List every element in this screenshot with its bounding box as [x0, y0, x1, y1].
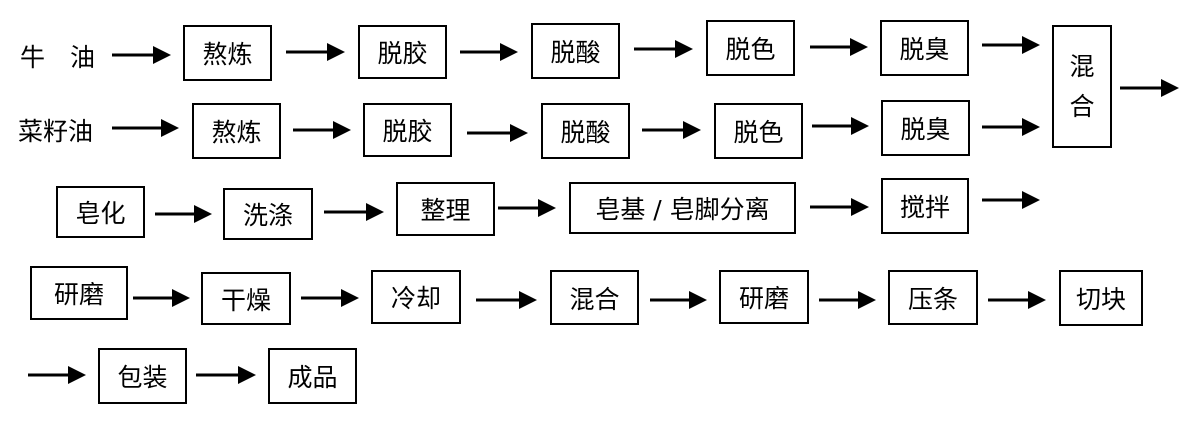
step-r1-deacid: 脱酸: [531, 23, 620, 79]
step-mixing: 混合: [550, 270, 639, 325]
step-finished-product: 成品: [268, 348, 357, 404]
step-r1-deodor: 脱臭: [880, 20, 969, 76]
step-finishing: 整理: [396, 182, 495, 236]
step-mix-oils: 混 合: [1052, 25, 1112, 148]
step-r2-render: 熬炼: [192, 103, 281, 159]
step-r2-deacid: 脱酸: [541, 103, 630, 159]
step-stirring: 搅拌: [881, 178, 969, 234]
input-rapeseed-oil: 菜籽油: [18, 117, 94, 146]
step-drying: 干燥: [201, 272, 291, 325]
step-saponification: 皂化: [56, 186, 145, 238]
step-washing: 洗涤: [223, 188, 313, 240]
step-r1-degum: 脱胶: [358, 25, 447, 79]
step-cutting: 切块: [1059, 270, 1143, 326]
step-extruding: 压条: [888, 270, 978, 325]
mix-char-1: 混: [1069, 51, 1095, 81]
step-packaging: 包装: [98, 348, 187, 404]
input-beef-tallow: 牛 油: [20, 43, 96, 72]
step-r4-grinding-1: 研磨: [30, 266, 128, 320]
mix-char-2: 合: [1069, 91, 1095, 121]
step-r2-decolor: 脱色: [714, 103, 803, 159]
step-r4-grinding-2: 研磨: [719, 270, 809, 324]
step-r1-decolor: 脱色: [706, 20, 795, 76]
step-cooling: 冷却: [371, 270, 461, 324]
step-r1-render: 熬炼: [183, 25, 272, 81]
step-soap-base-separation: 皂基 / 皂脚分离: [569, 182, 796, 234]
step-r2-deodor: 脱臭: [881, 100, 970, 156]
step-r2-degum: 脱胶: [363, 103, 452, 157]
